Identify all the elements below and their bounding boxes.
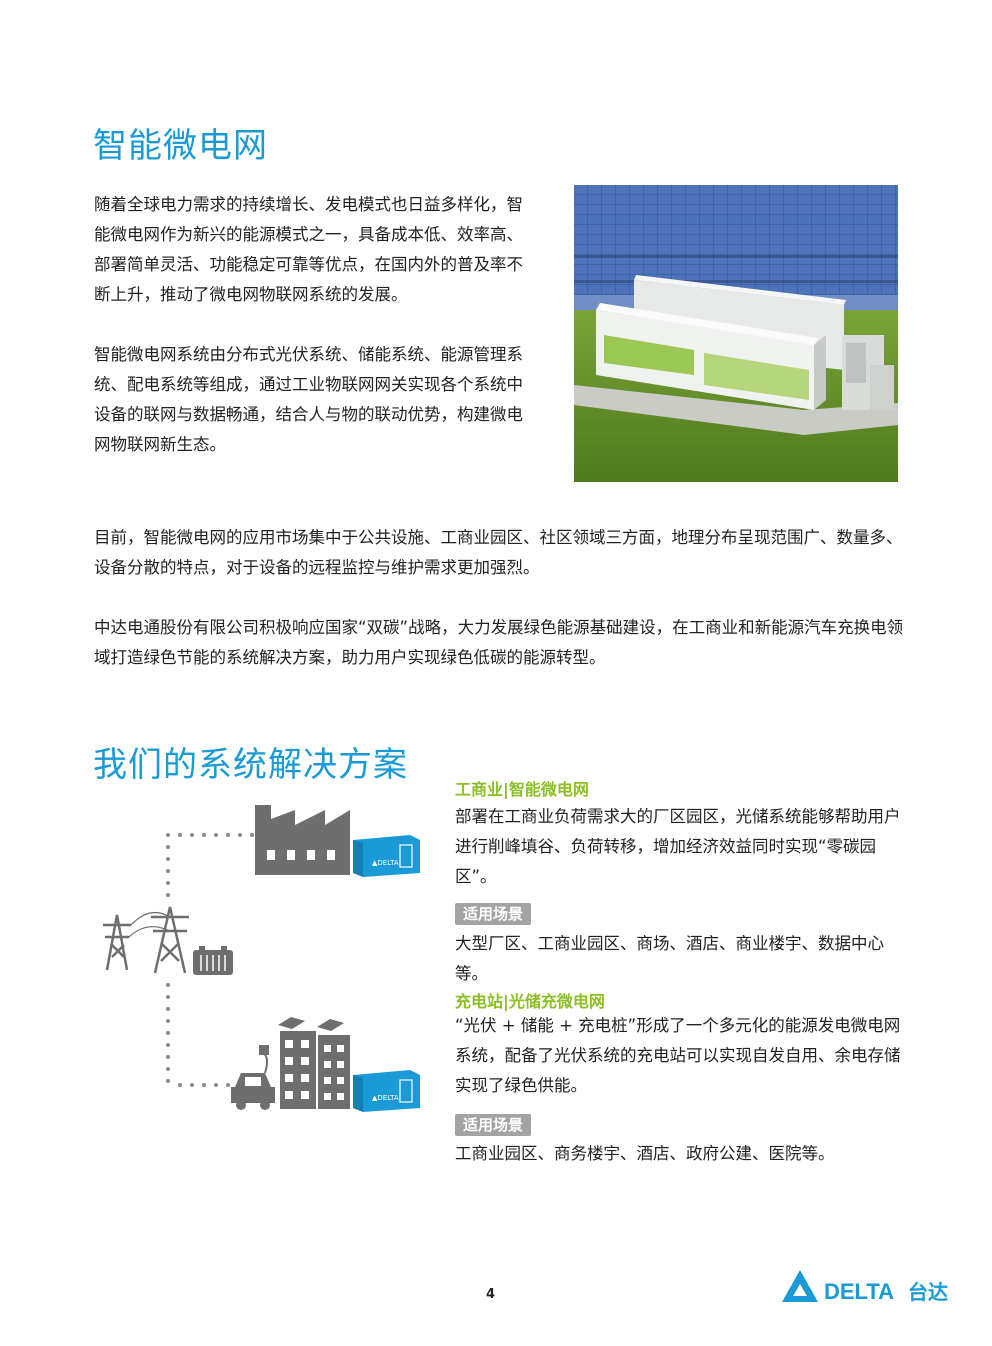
delta-logo: DELTA 台达 — [780, 1266, 950, 1306]
buildings-icon — [278, 1017, 350, 1109]
storage-container-icon: ▲DELTA — [353, 835, 420, 877]
solution-1-description: 部署在工商业负荷需求大的厂区园区，光储系统能够帮助用户进行削峰填谷、负荷转移，增… — [455, 807, 901, 886]
solution-1-scenes: 大型厂区、工商业园区、商场、酒店、商业楼宇、数据中心等。 — [455, 934, 884, 983]
power-tower-icon — [103, 906, 189, 974]
solution-1-scene-tag: 适用场景 — [455, 903, 532, 925]
logo-cn-text: 台达 — [908, 1280, 948, 1304]
solution-2-scene-tag: 适用场景 — [455, 1114, 532, 1136]
intro-paragraph-1: 随着全球电力需求的持续增长、发电模式也日益多样化，智能微电网作为新兴的能源模式之… — [94, 195, 523, 304]
factory-icon — [255, 805, 350, 875]
solution-2-description: “光伏 + 储能 + 充电桩”形成了一个多元化的能源发电微电网系统，配备了光伏系… — [455, 1016, 901, 1095]
intro-paragraph-3: 目前，智能微电网的应用市场集中于公共设施、工商业园区、社区领域三方面，地理分布呈… — [94, 528, 903, 577]
solution-1-heading: 工商业|智能微电网 — [455, 780, 589, 799]
ev-car-icon — [231, 1045, 275, 1110]
svg-text:▲DELTA: ▲DELTA — [372, 1094, 399, 1102]
storage-container-icon: ▲DELTA — [353, 1070, 420, 1112]
solution-2-scenes: 工商业园区、商务楼宇、酒店、政府公建、医院等。 — [455, 1144, 835, 1163]
solution-illustration: ▲DELTA — [95, 795, 435, 1115]
svg-text:▲DELTA: ▲DELTA — [372, 859, 399, 867]
logo-text: DELTA — [824, 1279, 894, 1304]
energy-storage-photo — [574, 185, 898, 482]
section-title-solutions: 我们的系统解决方案 — [93, 745, 408, 785]
intro-paragraph-2: 智能微电网系统由分布式光伏系统、储能系统、能源管理系统、配电系统等组成，通过工业… — [94, 345, 523, 454]
intro-paragraph-4: 中达电通股份有限公司积极响应国家“双碳”战略，大力发展绿色能源基础建设，在工商业… — [94, 618, 904, 667]
battery-icon — [193, 946, 233, 975]
section-title-microgrid: 智能微电网 — [93, 126, 268, 166]
solution-2-heading: 充电站|光储充微电网 — [455, 992, 605, 1011]
page-number: 4 — [486, 1287, 496, 1302]
